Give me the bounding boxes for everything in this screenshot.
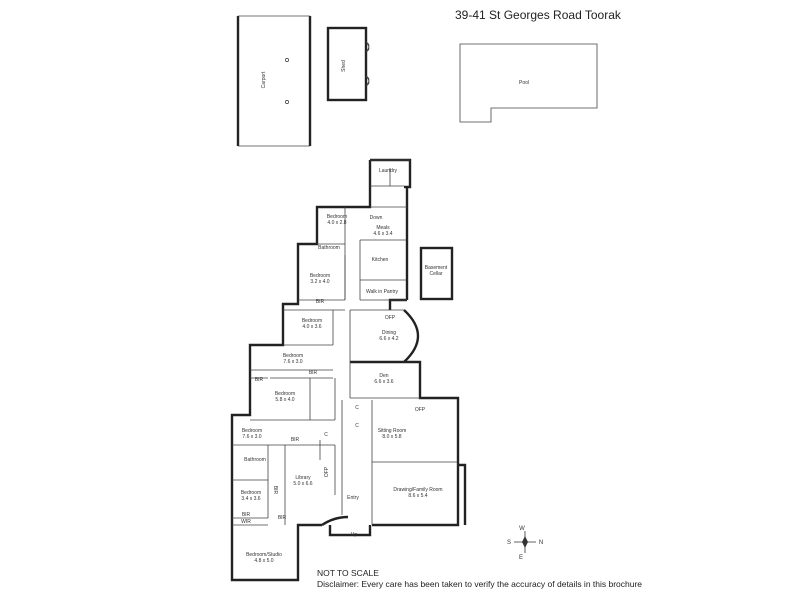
basement-label: Basement: [425, 265, 448, 271]
bir-2-label: BIR: [309, 370, 318, 376]
library-dim: 5.0 x 6.6: [293, 481, 312, 487]
not-to-scale-note: NOT TO SCALE: [317, 568, 379, 578]
bir-4-label: BIR: [291, 437, 300, 443]
kitchen-label: Kitchen: [372, 257, 389, 263]
bedroom-top-label: Bedroom: [327, 214, 347, 220]
dining-dim: 6.6 x 4.2: [379, 336, 398, 342]
up-label: Up: [351, 532, 358, 538]
bedroom-2-dim: 3.2 x 4.0: [310, 279, 329, 285]
library-label: Library: [295, 475, 311, 481]
bir-3-label: BIR: [255, 377, 264, 383]
c-1-label: C: [324, 432, 328, 438]
bedroom-top-dim: 4.0 x 2.8: [327, 220, 346, 226]
compass-n: N: [539, 540, 543, 546]
studio-dim: 4.8 x 5.0: [254, 558, 273, 564]
disclaimer-text: Disclaimer: Every care has been taken to…: [317, 579, 643, 589]
bir-7-label: BIR: [278, 515, 287, 521]
entry-label: Entry: [347, 495, 359, 501]
drawing-room-label: Drawing/Family Room: [393, 487, 442, 493]
compass-e: E: [519, 555, 523, 561]
ofp-3-label: OFP: [324, 466, 330, 477]
room-labels: Laundry Bedroom 4.0 x 2.8 Down Meals 4.6…: [241, 168, 443, 564]
property-address-title: 39-41 St Georges Road Toorak: [455, 8, 621, 22]
compass-rose: W S N E: [507, 526, 543, 561]
pool: Pool: [459, 43, 598, 123]
wir-label: WIR: [241, 519, 251, 525]
interior-walls: [232, 159, 458, 526]
c-3-label: C: [355, 423, 359, 429]
bedroom-6-label: Bedroom: [242, 428, 262, 434]
meals-label: Meals: [376, 225, 390, 231]
laundry-label: Laundry: [379, 168, 398, 174]
bir-5-label: BIR: [272, 486, 278, 495]
bedroom-2-label: Bedroom: [310, 273, 330, 279]
bathroom-low-label: Bathroom: [244, 457, 266, 463]
ofp-2-label: OFP: [415, 407, 426, 413]
pool-label: Pool: [519, 80, 529, 86]
cellar-label: Cellar: [429, 271, 442, 277]
sitting-room-dim: 8.0 x 5.8: [382, 434, 401, 440]
den-dim: 6.6 x 3.6: [374, 379, 393, 385]
compass-w: W: [519, 526, 525, 532]
bedroom-7-dim: 3.4 x 3.6: [241, 496, 260, 502]
carport-label: Carport: [261, 71, 267, 88]
bedroom-4-label: Bedroom: [283, 353, 303, 359]
basement-cellar: Basement Cellar: [419, 246, 454, 301]
compass-s: S: [507, 540, 511, 546]
bir-6-label: BIR: [242, 512, 251, 518]
meals-dim: 4.6 x 3.4: [373, 231, 392, 237]
bathroom-top-label: Bathroom: [318, 245, 340, 251]
bedroom-3-label: Bedroom: [302, 318, 322, 324]
studio-label: Bedroom/Studio: [246, 552, 282, 558]
bedroom-7-label: Bedroom: [241, 490, 261, 496]
c-2-label: C: [355, 405, 359, 411]
dining-label: Dining: [382, 330, 396, 336]
drawing-room-dim: 8.6 x 5.4: [408, 493, 427, 499]
down-label: Down: [370, 215, 383, 221]
bedroom-5-label: Bedroom: [275, 391, 295, 397]
shed-label: Shed: [341, 60, 347, 72]
bedroom-5-dim: 5.8 x 4.0: [275, 397, 294, 403]
bedroom-6-dim: 7.6 x 3.0: [242, 434, 261, 440]
den-label: Den: [379, 373, 388, 379]
bedroom-3-dim: 4.0 x 3.6: [302, 324, 321, 330]
sitting-room-label: Sitting Room: [378, 428, 407, 434]
bir-1-label: BIR: [316, 299, 325, 305]
pantry-label: Walk in Pantry: [366, 289, 399, 295]
ofp-1-label: OFP: [385, 315, 396, 321]
carport: Carport: [236, 15, 312, 147]
bedroom-4-dim: 7.6 x 3.0: [283, 359, 302, 365]
shed: Shed: [326, 26, 370, 102]
